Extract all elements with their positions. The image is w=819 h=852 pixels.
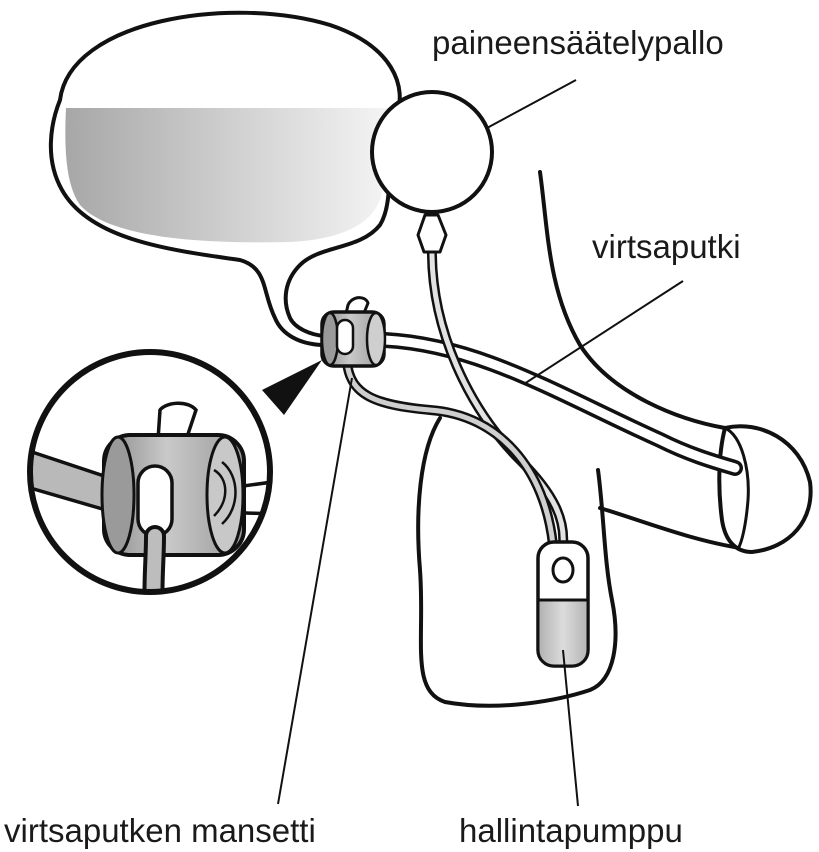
pressure-balloon-label: paineensäätelypallo	[432, 26, 724, 59]
balloon-connector	[418, 215, 446, 252]
urethral-cuff	[322, 298, 385, 366]
bladder	[51, 13, 400, 345]
urethra-tube	[385, 340, 735, 468]
control-pump	[538, 542, 588, 666]
pressure-balloon	[372, 92, 492, 252]
leader-line-urethra	[524, 281, 683, 384]
urethral-cuff-label: virtsaputken mansetti	[4, 814, 316, 847]
leader-line-cuff	[278, 378, 352, 804]
control-pump-label: hallintapumppu	[459, 814, 683, 847]
cuff-tubing	[347, 362, 553, 545]
leader-line-pump	[563, 650, 578, 806]
cuff-inset	[20, 352, 300, 640]
urethra-label: virtsaputki	[592, 230, 741, 263]
leader-line-balloon	[487, 80, 576, 128]
inset-pointer	[262, 360, 322, 415]
urine-fill	[65, 108, 388, 242]
